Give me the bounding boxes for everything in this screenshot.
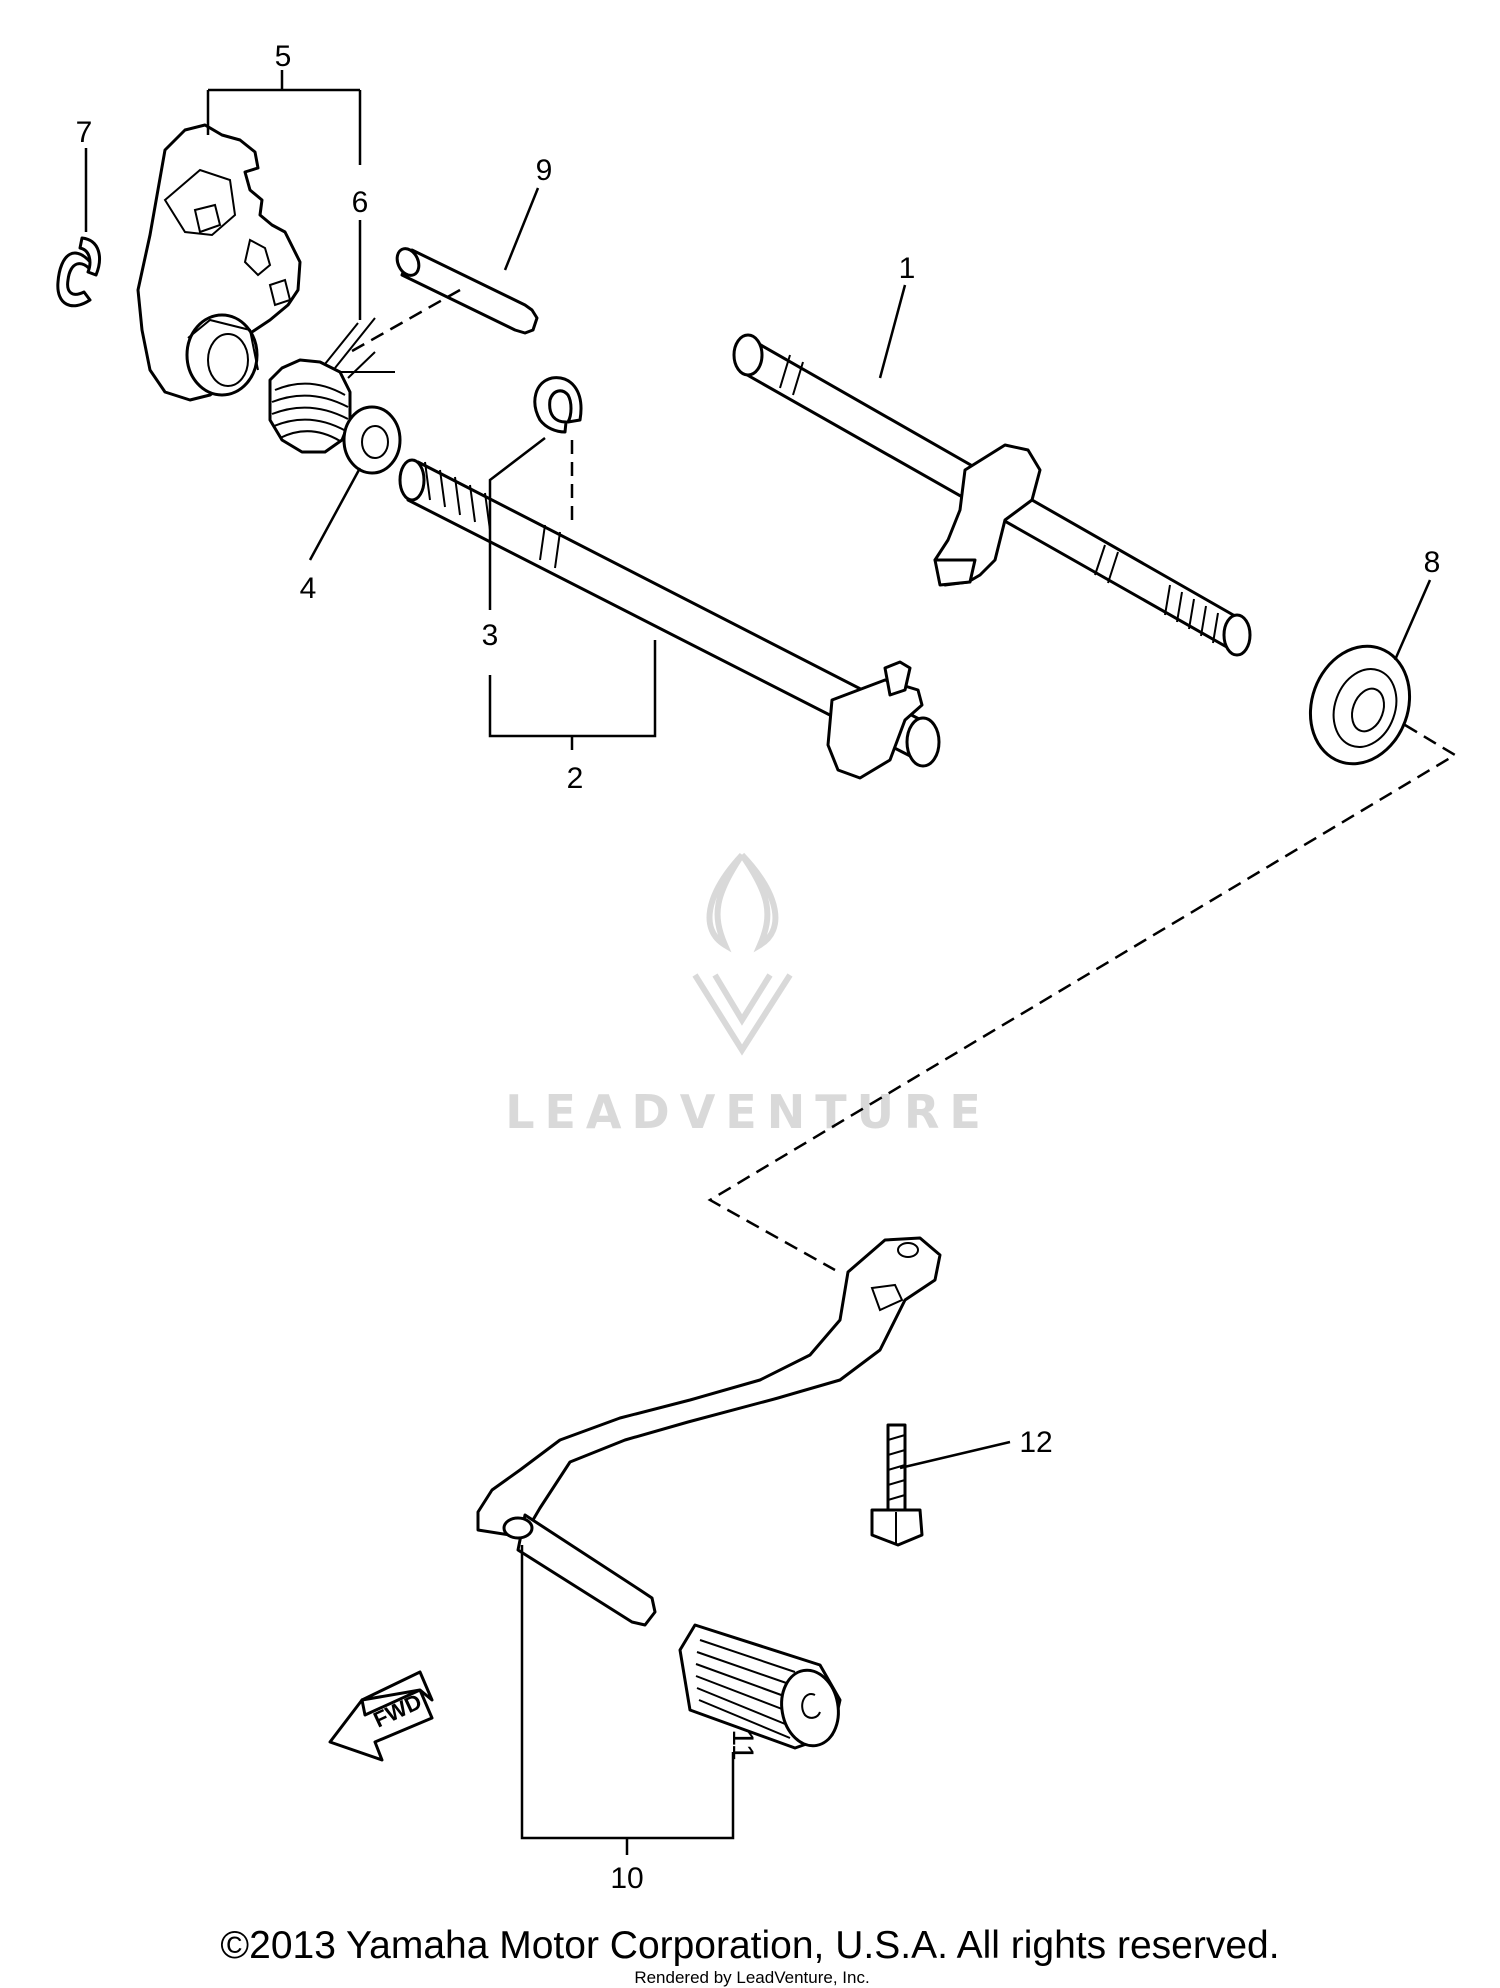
callout-7: 7: [76, 116, 93, 149]
copyright-notice: ©2013 Yamaha Motor Corporation, U.S.A. A…: [220, 1924, 1279, 1967]
callout-6: 6: [352, 186, 369, 219]
part-9-pin: [344, 247, 539, 357]
callout-8: 8: [1424, 546, 1441, 579]
watermark-text: LEADVENTURE: [505, 1085, 991, 1139]
callout-5: 5: [275, 40, 292, 73]
part-3-circlip: [533, 376, 583, 434]
part-5-shift-arm: [136, 123, 302, 402]
part-12-bolt: [870, 1423, 924, 1547]
rendered-by-notice: Rendered by LeadVenture, Inc.: [634, 1968, 869, 1987]
part-10-shift-pedal: [476, 1236, 942, 1627]
part-1-shaft: [732, 333, 1252, 657]
callouts: 5 7 6 9 1 8 4 3 2 12 11 10: [76, 40, 1441, 1895]
part-8-oil-seal: [1308, 644, 1412, 766]
callout-2: 2: [567, 762, 584, 795]
part-2-shift-shaft: [398, 458, 941, 780]
assembly-guide-line: [707, 723, 1458, 1272]
watermark-logo-icon: [692, 852, 793, 1056]
part-7-circlip: [56, 236, 101, 308]
part-11-pedal-rubber: [678, 1623, 842, 1750]
leader-lines: [84, 70, 1432, 1855]
watermark: LEADVENTURE: [505, 852, 991, 1139]
callout-1: 1: [899, 252, 916, 285]
part-6-spring: [268, 317, 395, 454]
fwd-arrow-icon: FWD: [328, 1670, 434, 1762]
callout-12: 12: [1019, 1426, 1052, 1459]
callout-3: 3: [482, 619, 499, 652]
callout-10: 10: [610, 1862, 643, 1895]
callout-4: 4: [300, 572, 317, 605]
callout-11: 11: [726, 1729, 759, 1760]
part-4-washer: [342, 405, 402, 475]
callout-9: 9: [536, 154, 553, 187]
